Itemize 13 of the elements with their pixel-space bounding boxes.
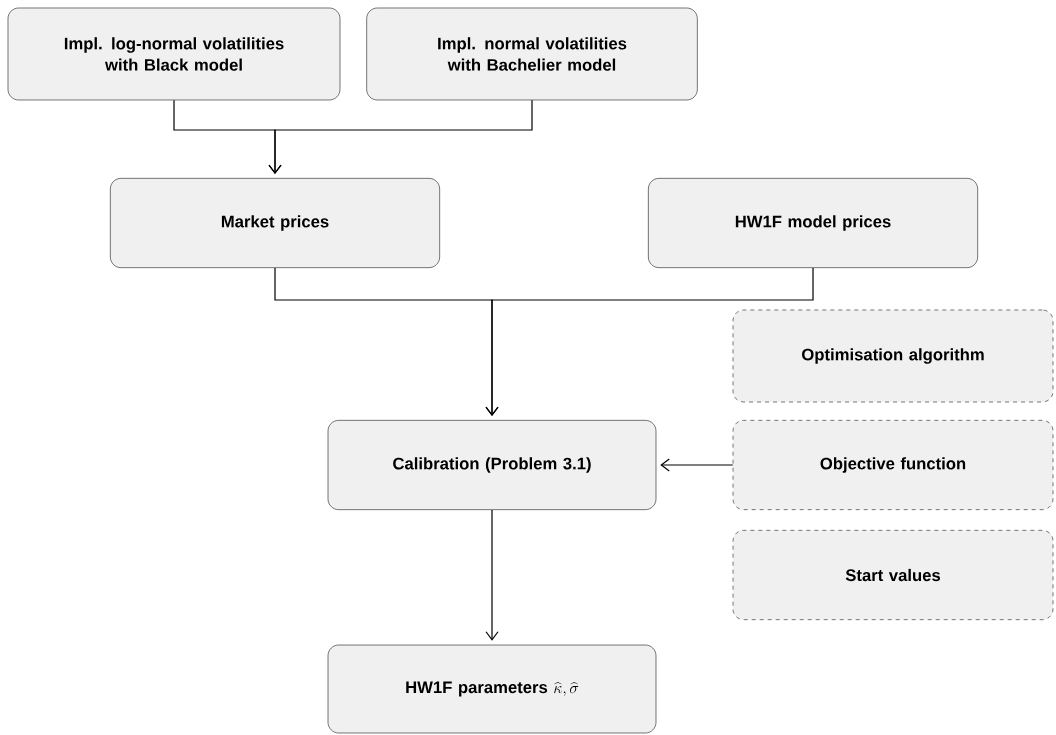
process-box: Impl. normal volatilities with Bachelier model bbox=[366, 7, 698, 101]
process-box: HW1F parameters $\widehat{\kappa}, \widehat{\sigma}$ bbox=[327, 644, 657, 734]
arrow bbox=[485, 509, 499, 641]
arrow bbox=[660, 458, 734, 472]
process-box: Calibration (Problem 3.1) bbox=[327, 420, 657, 510]
dashed-box: Objective function bbox=[732, 420, 1054, 510]
dashed-box: Optimisation algorithm bbox=[732, 309, 1054, 403]
process-box: Impl. log-normal volatilities with Black model bbox=[7, 7, 341, 101]
dashed-box: Start values bbox=[732, 530, 1054, 620]
arrow bbox=[268, 99, 533, 175]
process-box: Market prices bbox=[110, 178, 440, 268]
arrow bbox=[485, 267, 814, 417]
process-box: HW1F model prices bbox=[648, 178, 978, 268]
